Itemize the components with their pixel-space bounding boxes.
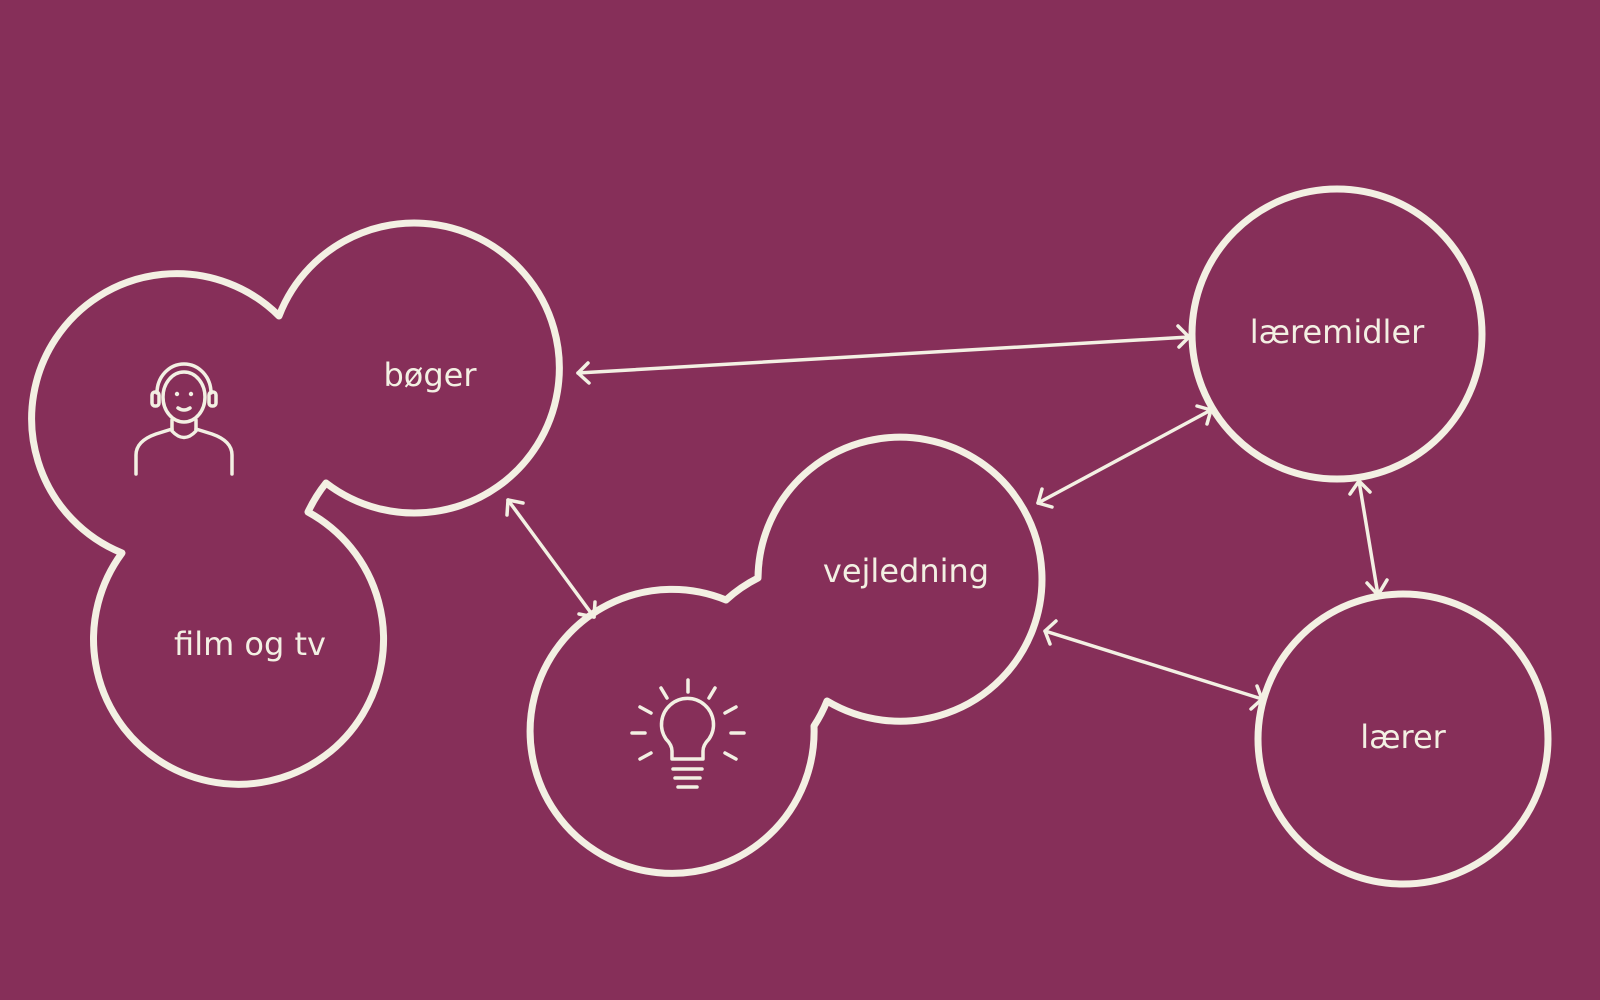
edge-laeremidler-laerer [1348,479,1389,597]
edge-boger-laeremidler [576,324,1191,385]
person-headphones-icon [134,362,234,476]
lightbulb-icon [630,678,746,789]
node-label-laeremidler: læremidler [1250,313,1425,351]
middle-cluster-outline [526,433,1046,877]
node-label-vejledning: vejledning [823,552,989,590]
laeremidler-circle [1188,185,1486,483]
edges-group [505,324,1389,711]
node-label-film-og-tv: film og tv [174,625,326,663]
edge-vejledning-laeremidler [1036,404,1213,509]
edge-vejledning-laerer [1043,619,1264,711]
left-cluster-outline [28,219,563,788]
edge-boger-vejledning [505,498,597,619]
node-label-boger: bøger [383,356,477,394]
node-label-laerer: lærer [1360,718,1446,756]
laerer-circle [1254,590,1552,888]
